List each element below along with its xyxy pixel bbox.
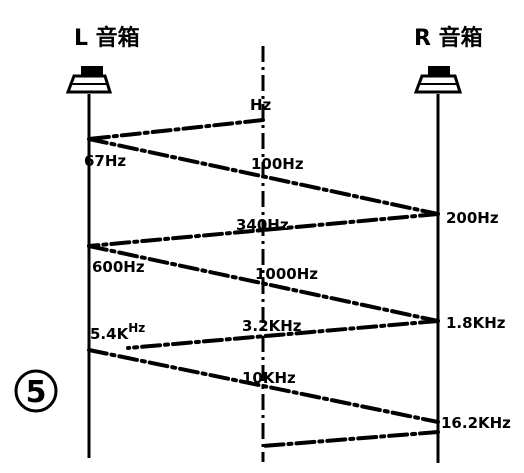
- freq-label-600hz: 600Hz: [92, 258, 145, 276]
- freq-label-5-4khz: 5.4KHz: [90, 321, 145, 343]
- sweep-segment-7: [261, 430, 440, 448]
- sweep-segment-6: [87, 348, 440, 424]
- left-speaker-icon: [65, 66, 113, 94]
- sweep-segment-2: [87, 137, 440, 216]
- sweep-segment-3: [87, 212, 440, 248]
- frequency-sweep-path: [87, 118, 440, 448]
- step-number: 5: [26, 375, 47, 410]
- freq-label-67hz: 67Hz: [84, 152, 126, 170]
- sweep-segment-1: [87, 118, 265, 141]
- circled-number-icon: 5: [14, 369, 58, 413]
- freq-label-200hz: 200Hz: [446, 209, 499, 227]
- freq-label-1000hz: 1000Hz: [255, 265, 318, 283]
- left-speaker-label: L 音箱: [74, 25, 140, 51]
- freq-label-16-2khz: 16.2KHz: [441, 414, 511, 432]
- center-hz-label: Hz: [250, 96, 272, 114]
- sweep-segment-5: [126, 319, 440, 350]
- right-speaker-icon: [413, 66, 463, 94]
- freq-label-100hz: 100Hz: [251, 155, 304, 173]
- right-speaker-label: R 音箱: [414, 25, 483, 51]
- freq-label-340hz: 340Hz: [236, 216, 289, 234]
- freq-label-1-8khz: 1.8KHz: [446, 314, 506, 332]
- sweep-segment-4: [87, 244, 440, 323]
- freq-label-3-2khz: 3.2KHz: [242, 317, 302, 335]
- freq-label-10khz: 10KHz: [242, 369, 296, 387]
